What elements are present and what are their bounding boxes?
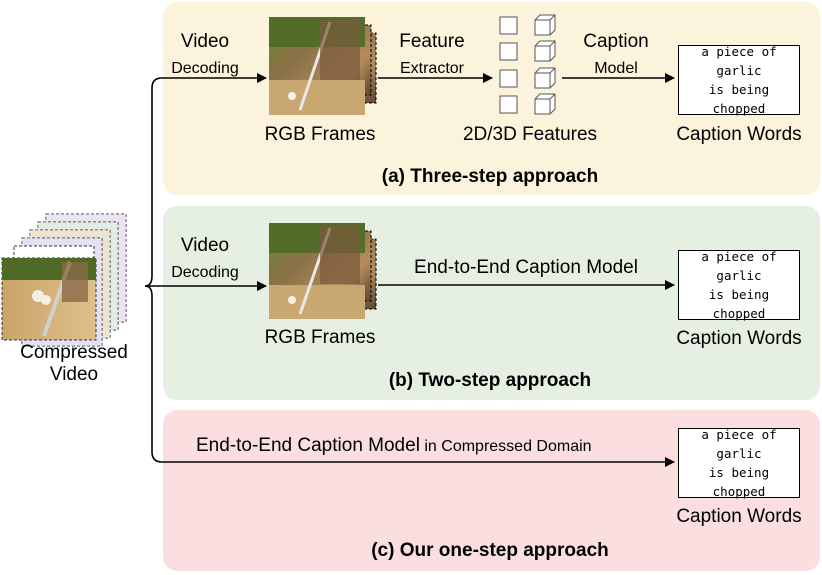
video-decoding-line2-b: Decoding bbox=[171, 264, 239, 281]
compressed-video-label-line1: Compressed bbox=[20, 342, 128, 363]
caption-output-box-a: a piece of garlic is being chopped bbox=[678, 44, 800, 116]
caption-model-line1-a: Caption bbox=[583, 31, 649, 52]
caption-output-text-a: a piece of garlic is being chopped bbox=[701, 44, 777, 116]
video-decoding-line2-a: Decoding bbox=[171, 60, 239, 77]
video-decoding-label-b: Video Decoding bbox=[160, 235, 250, 284]
features-label: 2D/3D Features bbox=[462, 124, 598, 145]
rgb-frames-stack-b bbox=[269, 223, 377, 319]
two-step-title: (b) Two-step approach bbox=[388, 370, 592, 391]
caption-words-label-a: Caption Words bbox=[676, 124, 802, 145]
rgb-frames-stack-a bbox=[269, 17, 377, 115]
feature-extractor-line1: Feature bbox=[399, 31, 465, 52]
end-to-end-model-label-c: End-to-End Caption Model in Compressed D… bbox=[196, 435, 666, 458]
end-to-end-model-main-c: End-to-End Caption Model bbox=[196, 435, 420, 456]
three-step-title: (a) Three-step approach bbox=[381, 166, 599, 187]
caption-output-text-b: a piece of garlic is being chopped bbox=[701, 249, 777, 321]
compressed-video-label-line2: Video bbox=[49, 364, 99, 385]
rgb-frames-label-b: RGB Frames bbox=[264, 327, 376, 348]
compressed-domain-suffix: in Compressed Domain bbox=[419, 438, 592, 455]
caption-model-line2-a: Model bbox=[594, 60, 638, 77]
caption-output-text-c: a piece of garlic is being chopped bbox=[701, 427, 777, 499]
end-to-end-model-label-b: End-to-End Caption Model bbox=[414, 257, 638, 278]
video-decoding-line1-a: Video bbox=[180, 31, 230, 52]
compressed-video-stack bbox=[1, 213, 127, 347]
branch-connector bbox=[144, 73, 675, 467]
caption-words-label-c: Caption Words bbox=[676, 506, 802, 527]
video-decoding-line1-b: Video bbox=[180, 235, 230, 256]
compressed-video-label: Compressed Video bbox=[4, 342, 144, 386]
caption-output-box-b: a piece of garlic is being chopped bbox=[678, 249, 800, 321]
feature-extractor-label: Feature Extractor bbox=[380, 31, 484, 80]
feature-extractor-line2: Extractor bbox=[399, 60, 464, 77]
caption-output-box-c: a piece of garlic is being chopped bbox=[678, 427, 800, 499]
one-step-title: (c) Our one-step approach bbox=[371, 540, 609, 561]
3d-feature-cubes bbox=[534, 14, 556, 115]
caption-model-label-a: Caption Model bbox=[566, 31, 666, 80]
rgb-frames-label-a: RGB Frames bbox=[264, 124, 376, 145]
video-decoding-label-a: Video Decoding bbox=[160, 31, 250, 80]
caption-words-label-b: Caption Words bbox=[676, 328, 802, 349]
2d-feature-squares bbox=[499, 16, 518, 114]
